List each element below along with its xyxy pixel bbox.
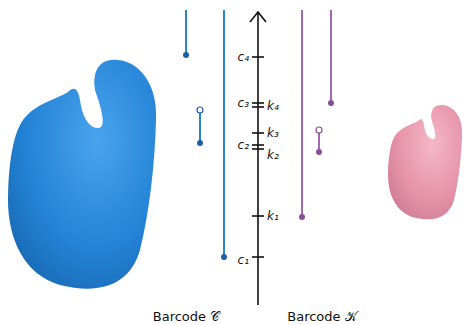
tick-label: c₂ [237,139,250,151]
tick-label: k₁ [266,210,280,222]
tick-label: k₂ [266,149,280,161]
tick-label: c₄ [237,51,250,63]
tick-label: k₄ [266,100,280,112]
tick-label: c₁ [237,254,250,266]
tick-label: c₃ [237,97,250,109]
barcode-c [183,10,227,260]
barcode-title: Barcode 𝒦 [287,310,356,323]
tick-label: k₃ [266,127,280,139]
pink-shape [388,105,462,219]
barcode-title: Barcode 𝒞 [153,310,219,323]
axis [250,12,266,305]
blue-shape [8,60,156,289]
barcode-k [299,10,334,220]
